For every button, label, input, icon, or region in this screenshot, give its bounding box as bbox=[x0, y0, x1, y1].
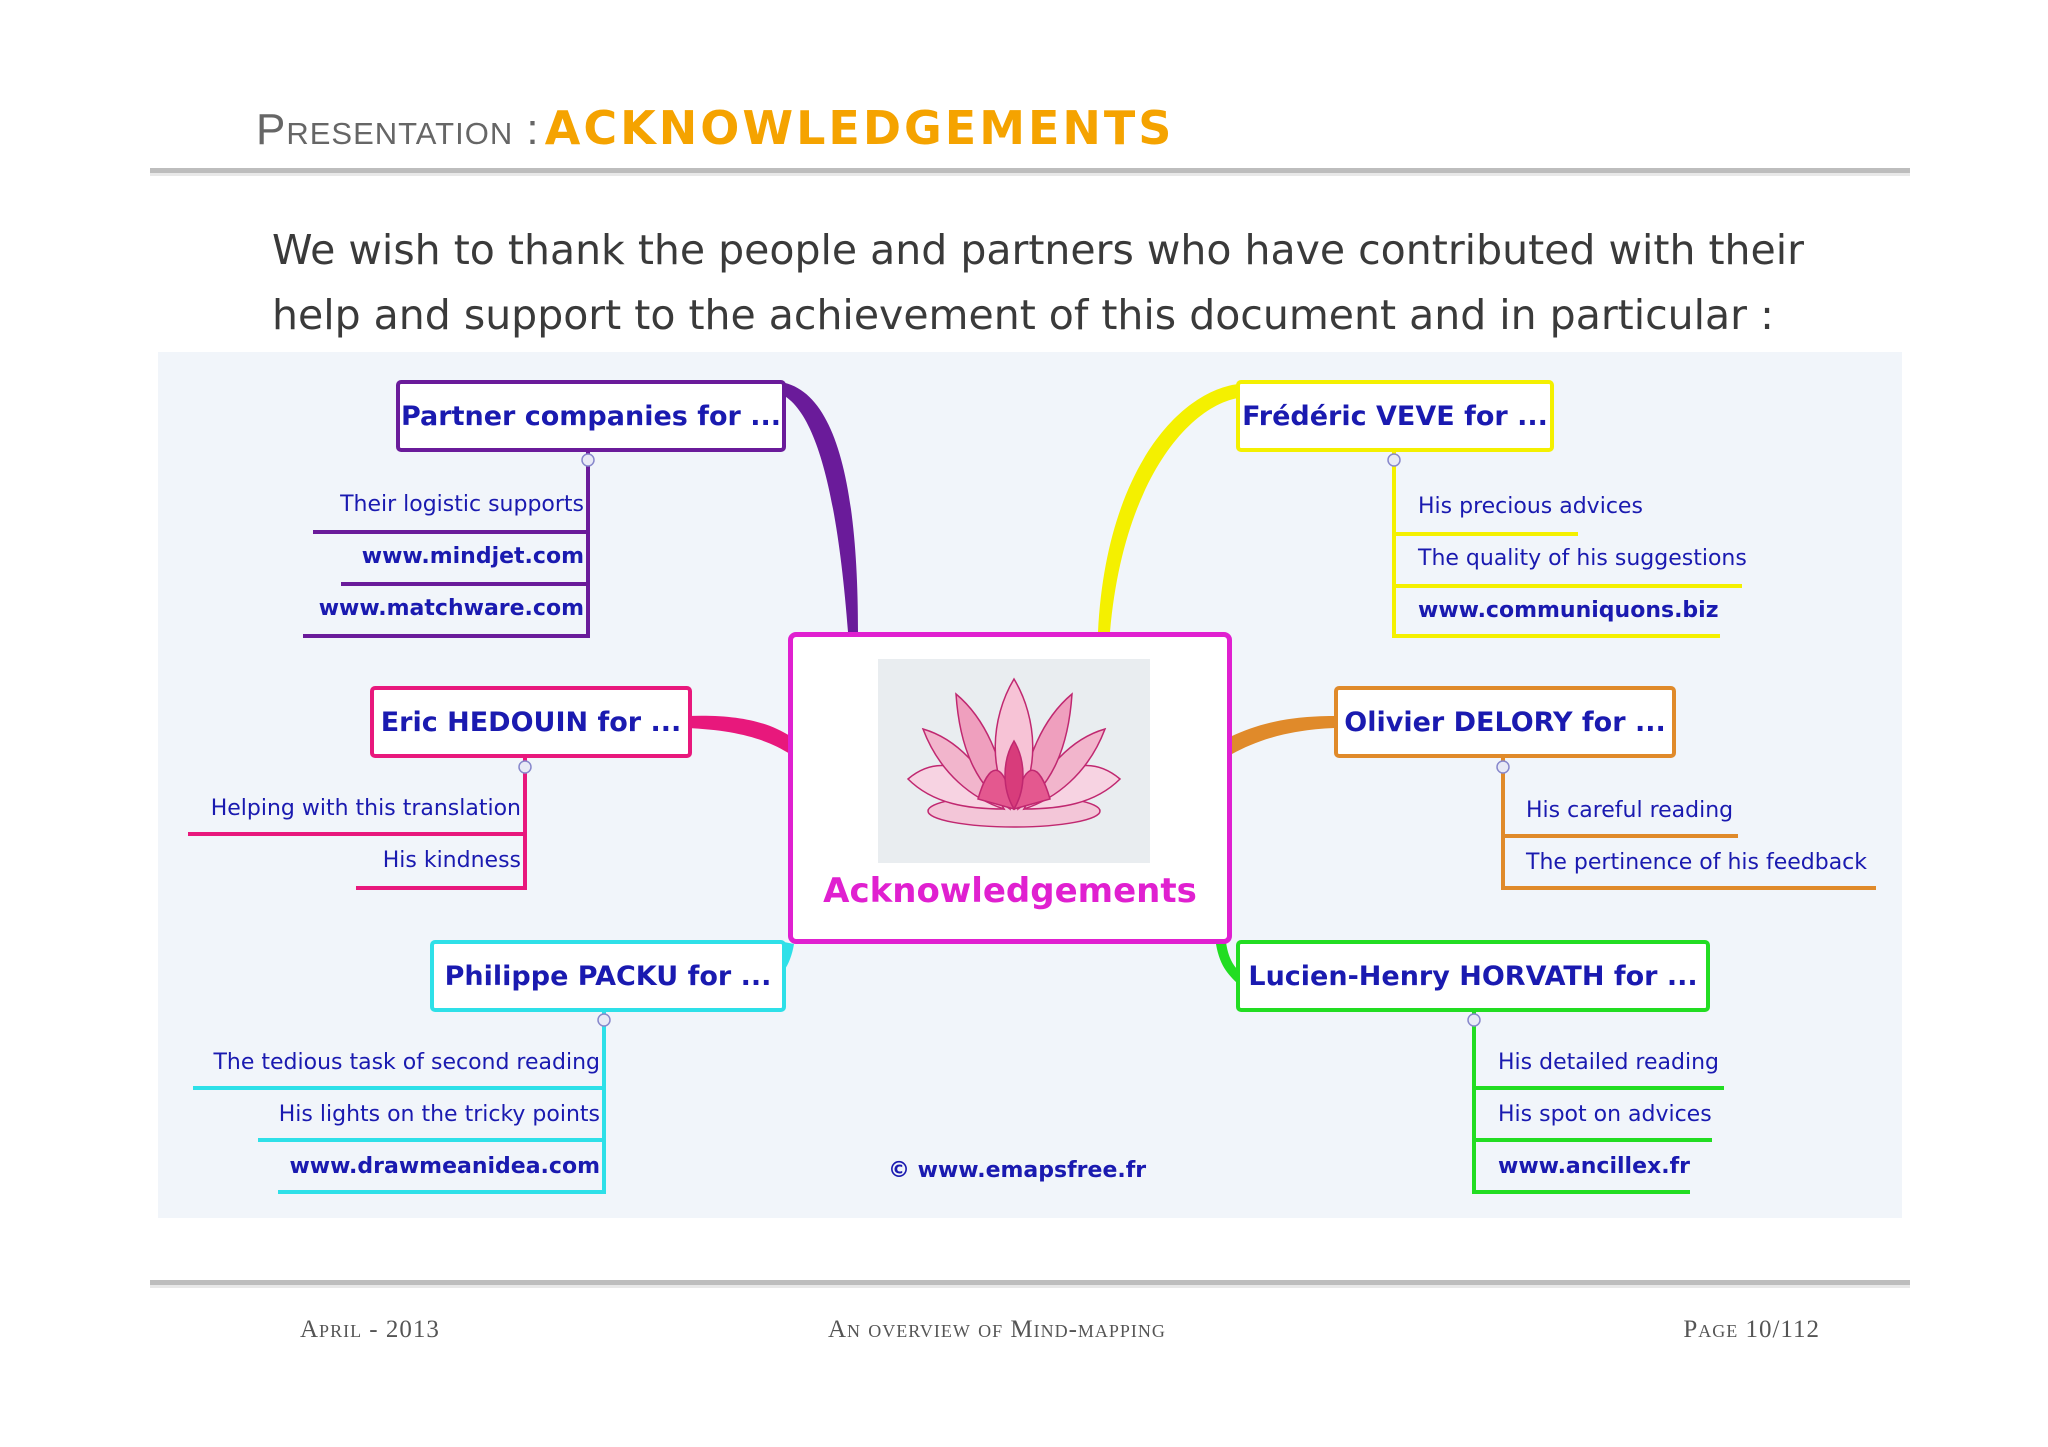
leaf-careful-reading: His careful reading bbox=[1526, 798, 1734, 823]
footer-page-number: Page 10/112 bbox=[1683, 1316, 1820, 1343]
lotus-icon bbox=[906, 677, 1122, 828]
leaf-precious-advices: His precious advices bbox=[1418, 494, 1643, 519]
leaf-kindness: His kindness bbox=[382, 848, 521, 873]
leaf-detailed-reading: His detailed reading bbox=[1498, 1050, 1719, 1075]
leaf-spot-on-advices: His spot on advices bbox=[1498, 1102, 1712, 1127]
node-olivier-delory: Olivier DELORY for ... bbox=[1334, 686, 1676, 758]
leaf-mindjet-link[interactable]: www.mindjet.com bbox=[361, 544, 584, 569]
copyright-link[interactable]: © www.emapsfree.fr bbox=[888, 1158, 1147, 1183]
title-text: ACKNOWLEDGEMENTS bbox=[544, 101, 1175, 155]
node-partner-companies: Partner companies for ... bbox=[396, 380, 786, 452]
mindmap-connectors bbox=[188, 382, 1876, 1194]
leaf-ancillex-link[interactable]: www.ancillex.fr bbox=[1498, 1154, 1690, 1179]
leaf-tricky-points: His lights on the tricky points bbox=[278, 1102, 600, 1127]
lotus-image bbox=[878, 659, 1150, 863]
section-label: Presentation : bbox=[256, 105, 540, 154]
node-frederic-veve: Frédéric VEVE for ... bbox=[1236, 380, 1554, 452]
leaf-translation-help: Helping with this translation bbox=[210, 796, 521, 821]
central-topic: Acknowledgements bbox=[788, 632, 1232, 944]
page-title: Presentation : ACKNOWLEDGEMENTS bbox=[256, 105, 1174, 152]
footer-doc-title: An overview of Mind-mapping bbox=[828, 1316, 1166, 1343]
node-philippe-packu: Philippe PACKU for ... bbox=[430, 940, 786, 1012]
header-divider bbox=[150, 168, 1910, 176]
node-lucien-henry-horvath: Lucien-Henry HORVATH for ... bbox=[1236, 940, 1710, 1012]
branch-partners bbox=[781, 382, 858, 632]
leaf-quality-suggestions: The quality of his suggestions bbox=[1418, 546, 1747, 571]
intro-paragraph: We wish to thank the people and partners… bbox=[272, 226, 1804, 339]
footer-date: April - 2013 bbox=[300, 1316, 440, 1343]
branch-olivier bbox=[1232, 716, 1334, 754]
leaf-pertinence-feedback: The pertinence of his feedback bbox=[1526, 850, 1868, 875]
leaf-logistic-supports: Their logistic supports bbox=[340, 492, 584, 517]
mindmap: Partner companies for ... Eric HEDOUIN f… bbox=[158, 352, 1902, 1218]
branch-eric bbox=[686, 715, 790, 754]
leaf-matchware-link[interactable]: www.matchware.com bbox=[318, 596, 584, 621]
leaf-drawmeanidea-link[interactable]: www.drawmeanidea.com bbox=[289, 1154, 600, 1179]
footer-divider bbox=[150, 1280, 1910, 1288]
leaf-communiquons-link[interactable]: www.communiquons.biz bbox=[1418, 598, 1719, 623]
branch-frederic bbox=[1098, 384, 1238, 632]
leaf-second-reading: The tedious task of second reading bbox=[213, 1050, 600, 1075]
central-topic-label: Acknowledgements bbox=[823, 871, 1197, 911]
node-eric-hedouin: Eric HEDOUIN for ... bbox=[370, 686, 692, 758]
